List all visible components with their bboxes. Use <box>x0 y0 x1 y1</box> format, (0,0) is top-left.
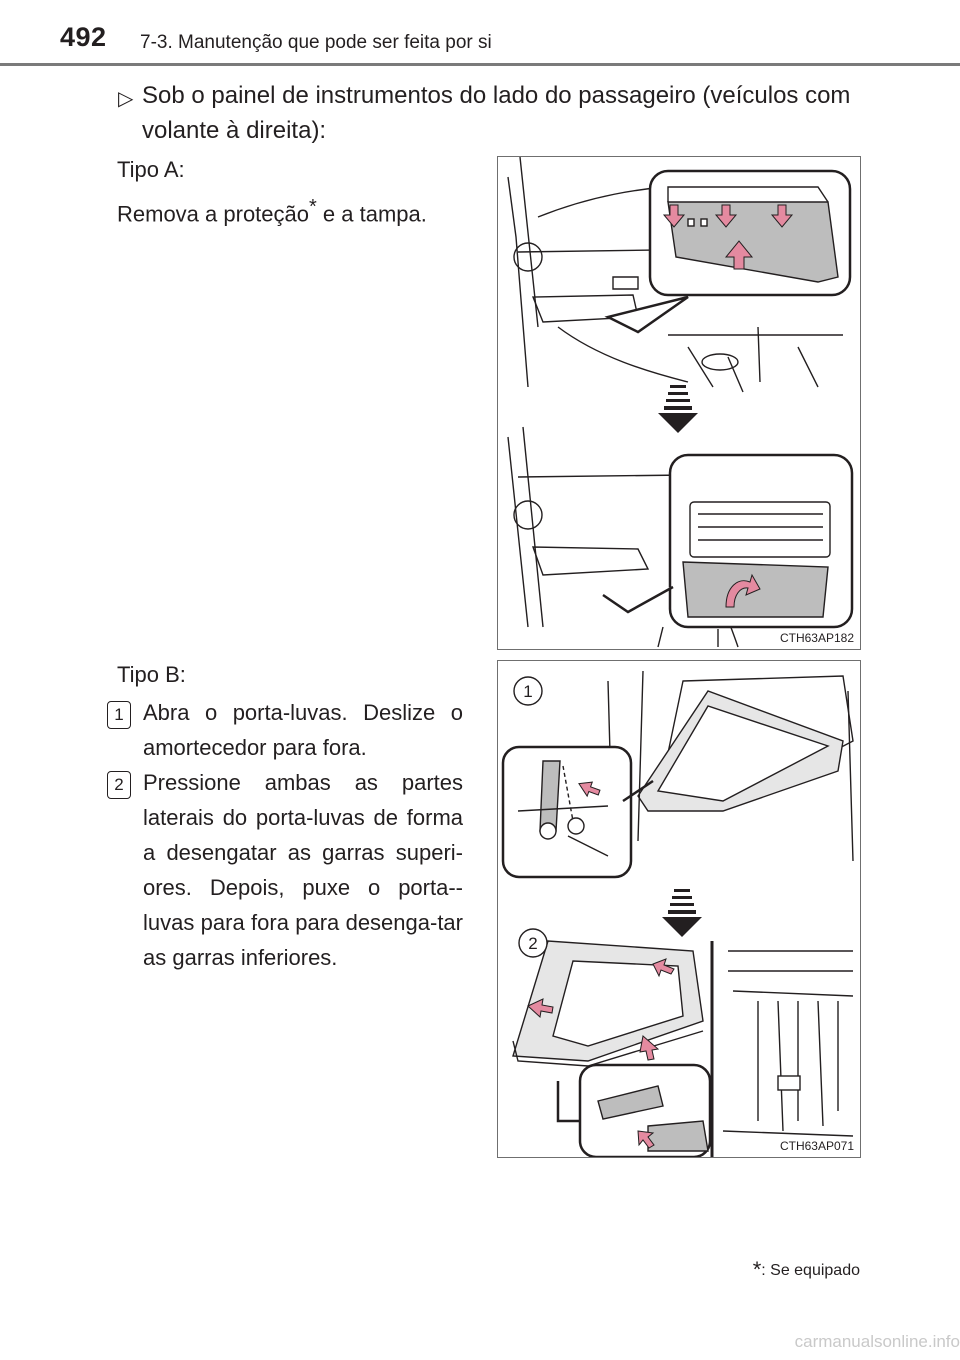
step-number-1: 1 <box>107 701 131 729</box>
asterisk-mark: * <box>309 196 317 218</box>
callout-1-label: 1 <box>523 682 532 701</box>
watermark: carmanualsonline.info <box>794 1332 960 1351</box>
footnote: *: Se equipado <box>753 1257 860 1283</box>
figure-type-b: 1 2 CTH63AP071 <box>497 660 861 1158</box>
figure-code: CTH63AP071 <box>779 1139 854 1153</box>
instruction-text-after: e a tampa. <box>316 201 427 227</box>
intro-text: Sob o painel de instrumentos do lado do … <box>142 82 851 144</box>
page-number: 492 <box>60 22 107 52</box>
type-b-label: Tipo B: <box>117 662 186 687</box>
down-arrow-icon <box>662 889 702 937</box>
down-arrow-icon <box>658 385 698 433</box>
section-title: 7-3. Manutenção que pode ser feita por s… <box>140 32 492 53</box>
bullet-arrow-icon: ▷ <box>118 88 134 110</box>
callout-1: 1 <box>513 676 543 706</box>
step-1-text: Abra o porta-luvas. Deslize o amortecedo… <box>143 700 463 760</box>
figure-type-a-illustration <box>507 157 854 648</box>
header-rule <box>0 63 960 66</box>
figure-type-b-illustration: 1 2 <box>501 670 854 1157</box>
instruction-text-before: Remova a proteção <box>117 201 309 227</box>
figure-type-a: CTH63AP182 <box>497 156 861 650</box>
step-number-2: 2 <box>107 771 131 799</box>
step-2-text: Pressione ambas as partes laterais do po… <box>143 770 463 970</box>
footnote-text: : Se equipado <box>761 1262 860 1279</box>
type-a-label: Tipo A: <box>117 157 185 182</box>
type-a-instruction: Remova a proteção* e a tampa. <box>117 190 427 231</box>
footnote-asterisk: * <box>752 1257 762 1282</box>
callout-2: 2 <box>518 928 548 958</box>
figure-code: CTH63AP182 <box>779 631 854 645</box>
callout-2-label: 2 <box>528 934 537 953</box>
